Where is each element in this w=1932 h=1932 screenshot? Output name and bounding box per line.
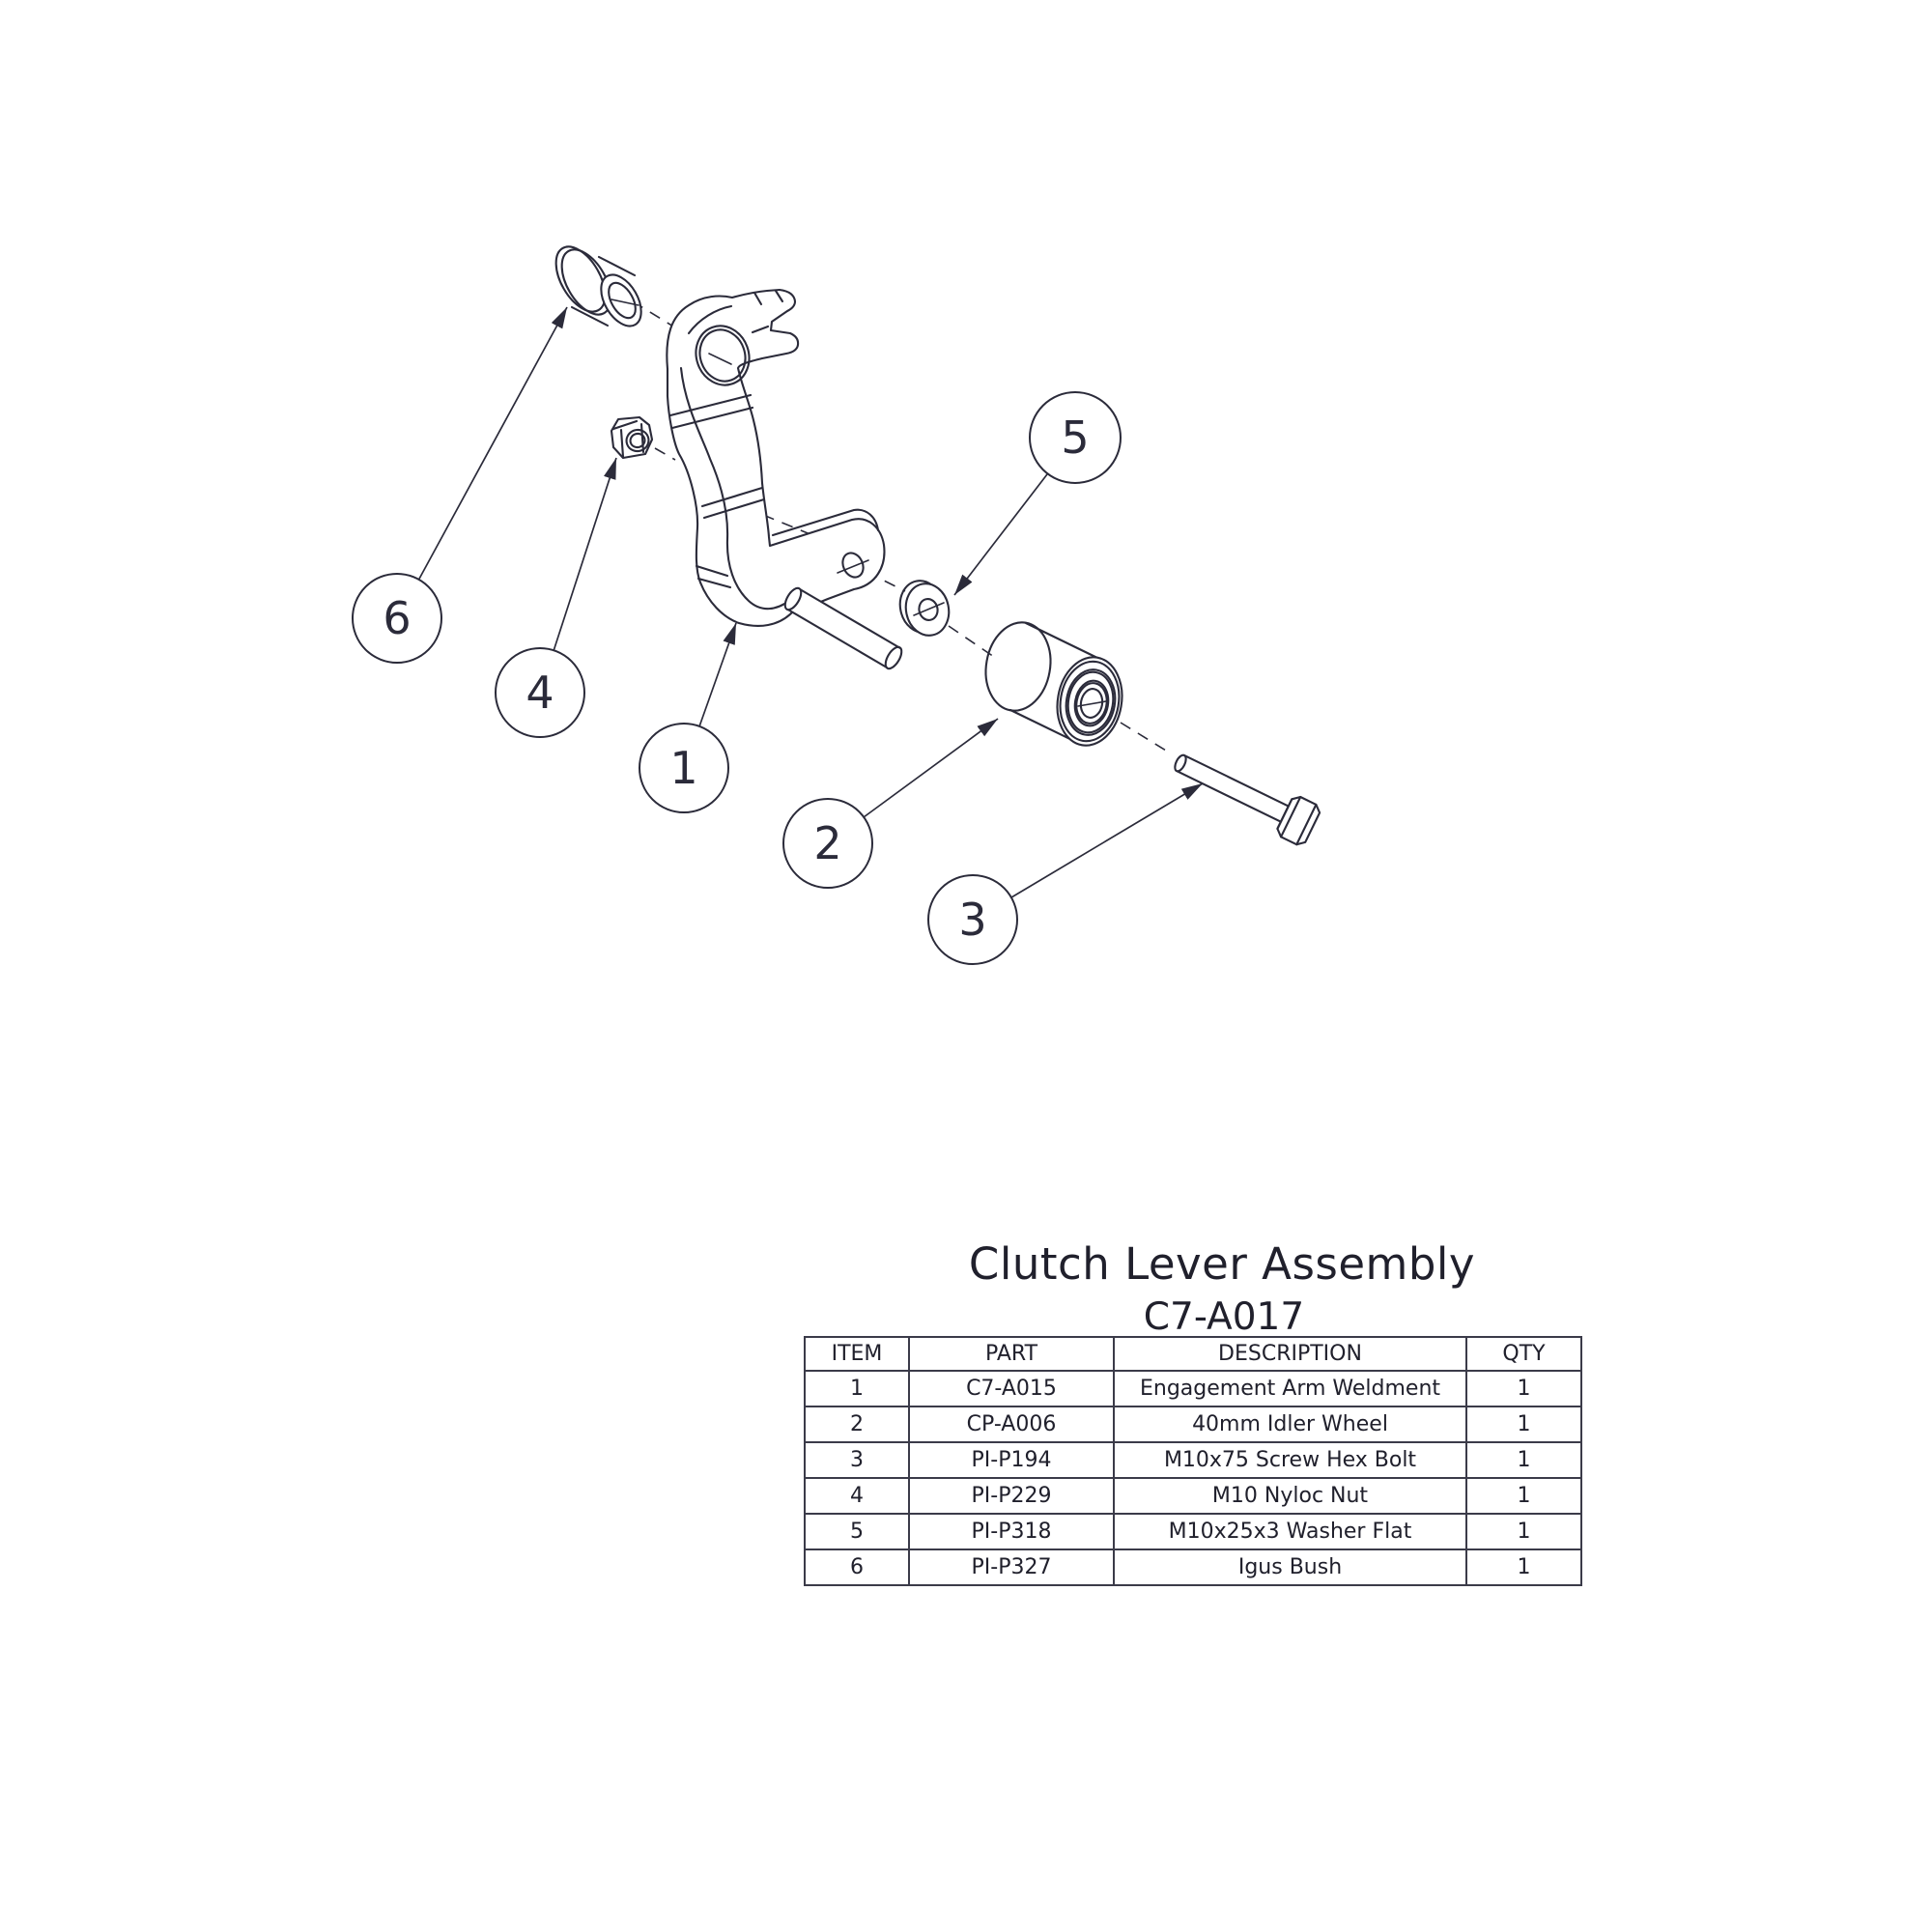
bom-cell-part: PI-P318 (908, 1513, 1115, 1550)
igus-bush-drawing (554, 245, 642, 327)
bom-row-4: 4 PI-P229 M10 Nyloc Nut 1 (804, 1477, 1582, 1515)
hex-bolt-drawing (1174, 753, 1321, 846)
bom-header-row: ITEM PART DESCRIPTION QTY (804, 1336, 1582, 1372)
bom-row-3: 3 PI-P194 M10x75 Screw Hex Bolt 1 (804, 1441, 1582, 1479)
balloon-6: 6 (352, 573, 442, 664)
bom-cell-item: 3 (804, 1441, 910, 1479)
balloon-5: 5 (1029, 391, 1122, 484)
bom-cell-part: C7-A015 (908, 1370, 1115, 1407)
bom-cell-qty: 1 (1465, 1513, 1582, 1550)
bom-cell-qty: 1 (1465, 1477, 1582, 1515)
bom-row-2: 2 CP-A006 40mm Idler Wheel 1 (804, 1406, 1582, 1443)
balloon-2-number: 2 (813, 817, 841, 869)
bom-row-5: 5 PI-P318 M10x25x3 Washer Flat 1 (804, 1513, 1582, 1550)
bom-cell-part: PI-P194 (908, 1441, 1115, 1479)
bom-cell-part: PI-P229 (908, 1477, 1115, 1515)
bom-cell-description: 40mm Idler Wheel (1113, 1406, 1467, 1443)
balloon-leaders (417, 306, 1204, 898)
bom-table: ITEM PART DESCRIPTION QTY 1 C7-A015 Enga… (804, 1336, 1582, 1586)
balloon-5-number: 5 (1061, 412, 1089, 464)
bom-cell-item: 2 (804, 1406, 910, 1443)
nyloc-nut-drawing (610, 415, 654, 460)
bom-cell-part: PI-P327 (908, 1548, 1115, 1586)
balloon-4: 4 (495, 647, 585, 738)
bom-row-6: 6 PI-P327 Igus Bush 1 (804, 1548, 1582, 1586)
bom-cell-item: 4 (804, 1477, 910, 1515)
balloon-1: 1 (639, 723, 729, 813)
bom-cell-item: 6 (804, 1548, 910, 1586)
arm-pin (783, 586, 903, 670)
flat-washer-drawing (898, 580, 951, 637)
bom-row-1: 1 C7-A015 Engagement Arm Weldment 1 (804, 1370, 1582, 1407)
idler-wheel-drawing (984, 621, 1123, 747)
bom-header-item: ITEM (804, 1336, 910, 1372)
bom-cell-item: 5 (804, 1513, 910, 1550)
balloon-2: 2 (782, 798, 873, 889)
bom-cell-qty: 1 (1465, 1370, 1582, 1407)
drawing-number: C7-A017 (1143, 1295, 1305, 1339)
bom-cell-qty: 1 (1465, 1441, 1582, 1479)
bom-cell-description: Igus Bush (1113, 1548, 1467, 1586)
bom-cell-qty: 1 (1465, 1406, 1582, 1443)
bom-header-description: DESCRIPTION (1113, 1336, 1467, 1372)
bom-cell-item: 1 (804, 1370, 910, 1407)
engagement-arm-weldment-drawing (666, 288, 903, 670)
bom-cell-description: M10x75 Screw Hex Bolt (1113, 1441, 1467, 1479)
bom-header-qty: QTY (1465, 1336, 1582, 1372)
balloon-3: 3 (927, 874, 1018, 965)
bom-cell-description: M10x25x3 Washer Flat (1113, 1513, 1467, 1550)
balloon-1-number: 1 (669, 742, 697, 794)
bom-cell-description: Engagement Arm Weldment (1113, 1370, 1467, 1407)
bom-header-part: PART (908, 1336, 1115, 1372)
balloon-3-number: 3 (958, 894, 986, 946)
bom-cell-description: M10 Nyloc Nut (1113, 1477, 1467, 1515)
balloon-4-number: 4 (526, 667, 554, 719)
bom-cell-qty: 1 (1465, 1548, 1582, 1586)
bom-cell-part: CP-A006 (908, 1406, 1115, 1443)
balloon-6-number: 6 (383, 592, 411, 644)
drawing-title: Clutch Lever Assembly (968, 1238, 1476, 1290)
